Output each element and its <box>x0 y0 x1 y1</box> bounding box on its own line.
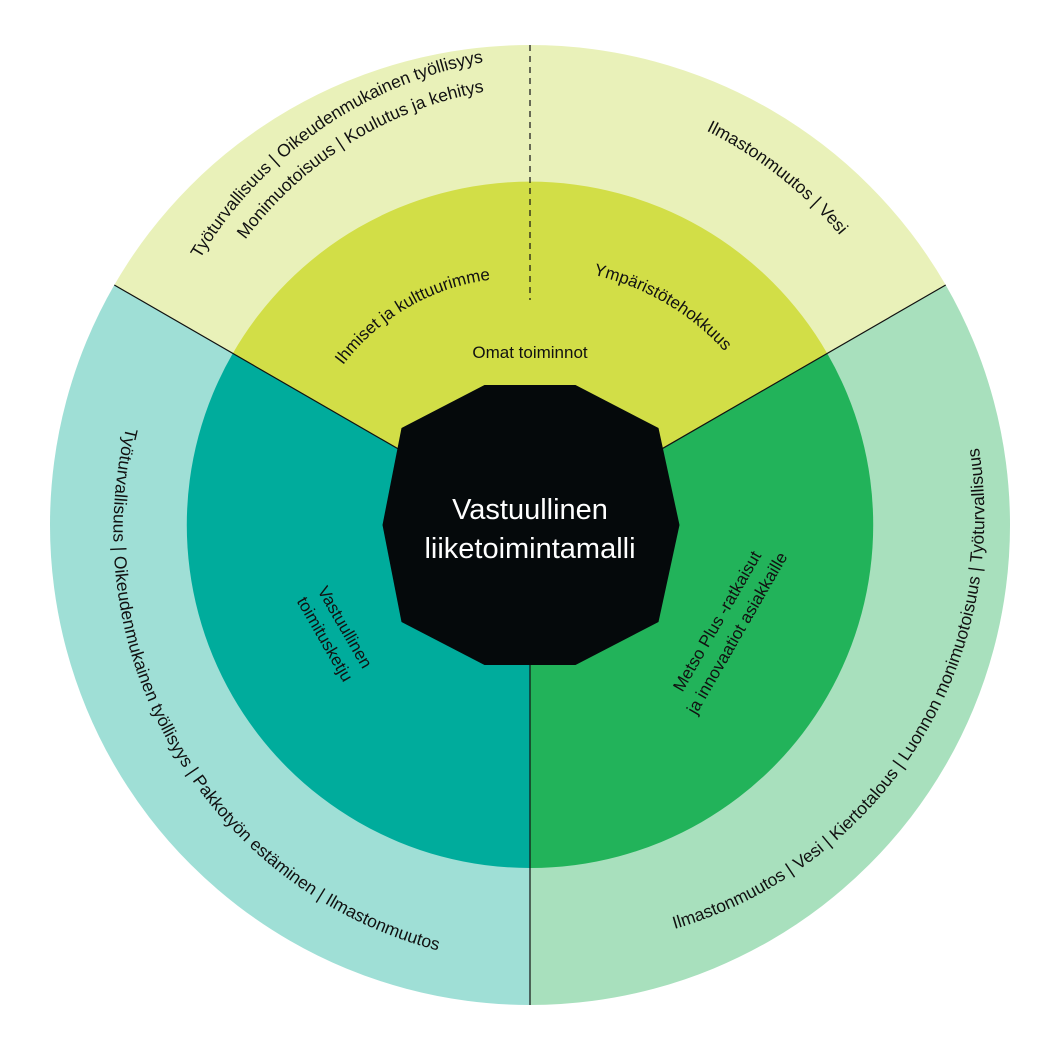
top-section-title: Omat toiminnot <box>472 343 588 362</box>
center-decagon <box>382 385 680 665</box>
center-title-line1: Vastuullinen <box>452 494 608 526</box>
center-title-line2: liiketoimintamalli <box>424 533 635 565</box>
